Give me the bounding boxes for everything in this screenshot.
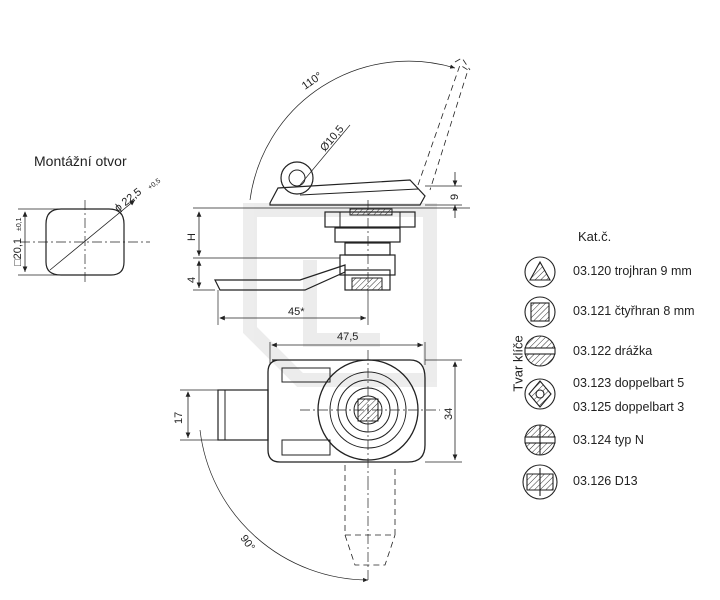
catalog-title: Kat.č. (578, 229, 612, 244)
mount-hole-title: Montážní otvor (34, 153, 127, 169)
catalog-item: 03.122 drážka (573, 344, 653, 358)
dim-47-5-label: 47,5 (337, 331, 358, 343)
dim-h-label: H (186, 233, 198, 241)
dim-9-label: 9 (449, 194, 461, 200)
mount-hole-drawing (18, 199, 150, 285)
watermark (243, 203, 437, 387)
key-shape-d13-icon (522, 464, 558, 500)
dim-square-tolerance: ±0,1 (16, 217, 23, 231)
angle-90-label: 90° (238, 533, 257, 554)
catalog-item: 03.123 doppelbart 5 (573, 376, 685, 390)
dim-diameter-tolerance: +0,5 (147, 177, 162, 191)
key-shape-title: Tvar klíče (510, 335, 526, 392)
catalog-item: 03.121 čtyřhran 8 mm (573, 304, 695, 318)
key-shape-square-icon (524, 296, 556, 328)
dim-45-label: 45* (288, 306, 305, 318)
dim-4-label: 4 (186, 277, 198, 283)
key-shape-double-bit-icon (524, 378, 556, 410)
catalog-item: 03.125 doppelbart 3 (573, 400, 685, 414)
catalog-item: 03.120 trojhran 9 mm (573, 264, 692, 278)
key-shape-type-n-icon (524, 424, 556, 456)
dim-diameter-label: ϕ 22,5 (112, 186, 144, 214)
catalog-item: 03.126 D13 (573, 474, 638, 488)
dim-17-label: 17 (173, 412, 185, 424)
key-shape-triangle-icon (524, 256, 556, 288)
catalog-item: 03.124 typ N (573, 433, 644, 447)
side-view-drawing (193, 57, 471, 325)
dim-34-label: 34 (443, 408, 455, 420)
dia-10-5-label: Ø10,5 (318, 123, 346, 154)
angle-110-label: 110° (300, 70, 325, 92)
key-shapes (522, 256, 558, 500)
dim-square-label: □20,1 (12, 238, 24, 266)
top-view-drawing (180, 342, 462, 583)
key-shape-slot-icon (524, 335, 556, 367)
